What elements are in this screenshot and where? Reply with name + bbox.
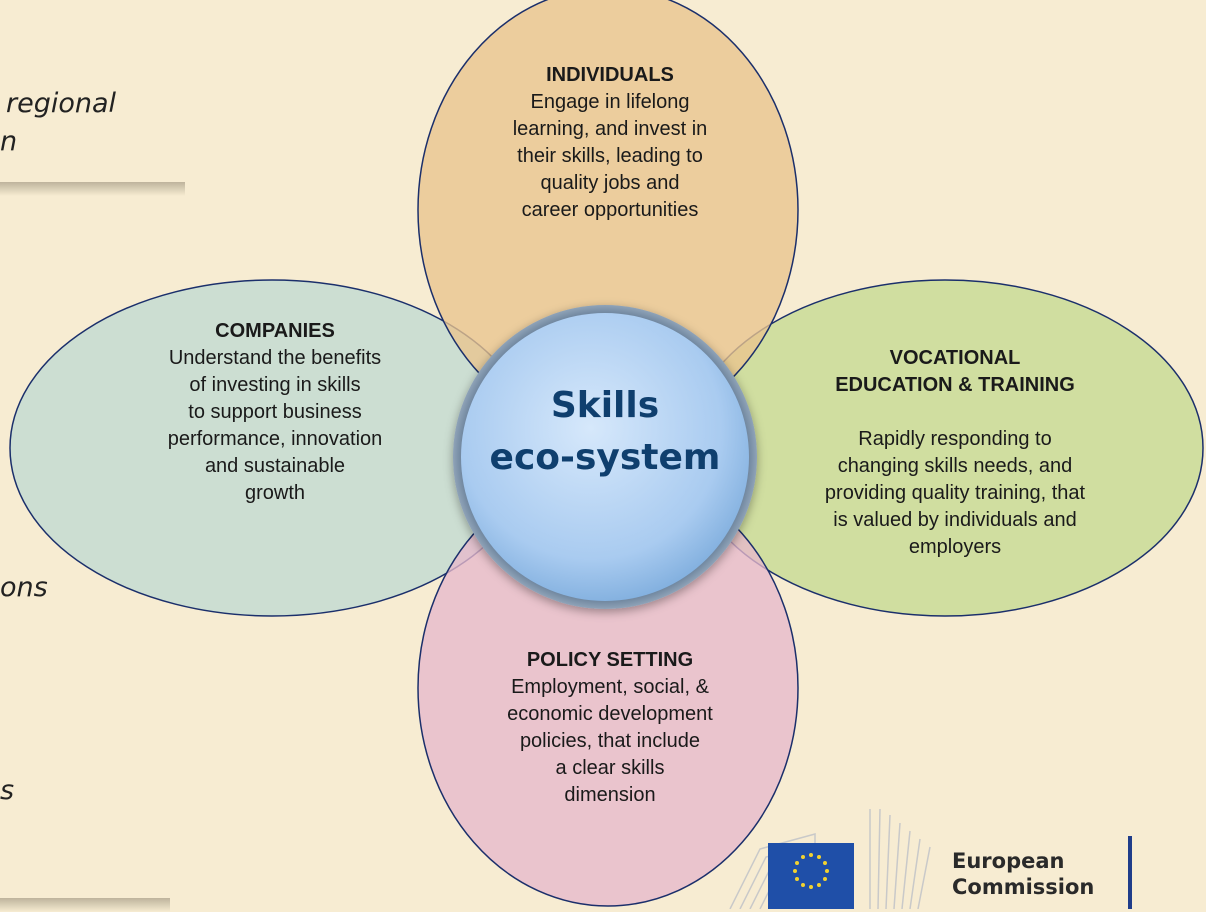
left-text-fragment-1: regional xyxy=(6,88,117,119)
vet-body: Rapidly responding to changing skills ne… xyxy=(824,428,1086,558)
individuals-body: Engage in lifelong learning, and invest … xyxy=(512,91,708,221)
individuals-text: INDIVIDUALS Engage in lifelong learning,… xyxy=(430,62,790,224)
left-text-fragment-2: n xyxy=(0,126,18,157)
companies-title: COMPANIES xyxy=(215,320,335,342)
companies-body: Understand the benefits of investing in … xyxy=(167,347,383,504)
vet-text: VOCATIONAL EDUCATION & TRAINING Rapidly … xyxy=(770,318,1140,588)
companies-text: COMPANIES Understand the benefits of inv… xyxy=(95,318,455,507)
european-commission-wordmark: European Commission xyxy=(952,849,1095,899)
eu-flag xyxy=(768,843,854,909)
center-circle xyxy=(461,313,749,601)
left-text-fragment-4: s xyxy=(0,775,15,806)
logo-divider-bar xyxy=(1128,836,1132,909)
vet-title: VOCATIONAL EDUCATION & TRAINING xyxy=(835,347,1075,396)
left-text-fragment-3: ons xyxy=(0,572,48,603)
eu-stars-icon xyxy=(793,853,829,889)
policy-title: POLICY SETTING xyxy=(526,649,694,671)
center-label: Skills eco-system xyxy=(489,385,721,478)
policy-body: Employment, social, & economic developme… xyxy=(507,676,713,806)
individuals-title: INDIVIDUALS xyxy=(546,64,674,86)
european-commission-logo xyxy=(729,809,931,909)
left-divider-shadow xyxy=(0,182,185,196)
policy-text: POLICY SETTING Employment, social, & eco… xyxy=(430,647,790,809)
